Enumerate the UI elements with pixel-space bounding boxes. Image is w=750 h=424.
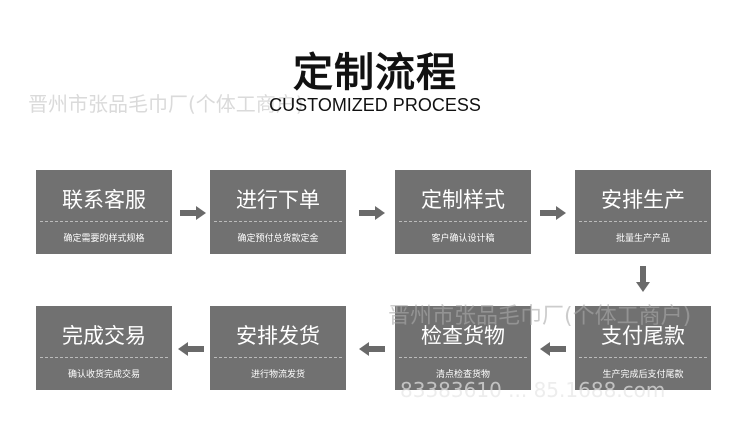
step-6: 检查货物清点检查货物 (395, 306, 531, 390)
arrow-right-icon (540, 206, 566, 220)
arrow-left-icon (359, 342, 385, 356)
arrow-left-icon (540, 342, 566, 356)
watermark: 晋州市张品毛巾厂(个体工商户) (388, 304, 692, 329)
page-subtitle: CUSTOMIZED PROCESS (269, 95, 481, 115)
arrow-left-icon (178, 342, 204, 356)
watermark-contact: 83383610 ... 85.1688.com (400, 378, 666, 402)
arrow-down-icon (636, 266, 650, 292)
step-1: 联系客服确定需要的样式规格 (36, 170, 172, 254)
arrow-right-icon (180, 206, 206, 220)
step-7: 安排发货进行物流发货 (210, 306, 346, 390)
page-title: 定制流程 (293, 50, 457, 96)
watermark: 晋州市张品毛巾厂(个体工商户) (28, 92, 304, 116)
step-5: 支付尾款生产完成后支付尾款 (575, 306, 711, 390)
step-8: 完成交易确认收货完成交易 (36, 306, 172, 390)
step-3: 定制样式客户确认设计稿 (395, 170, 531, 254)
step-2: 进行下单确定预付总货款定金 (210, 170, 346, 254)
step-4: 安排生产批量生产产品 (575, 170, 711, 254)
arrow-right-icon (359, 206, 385, 220)
